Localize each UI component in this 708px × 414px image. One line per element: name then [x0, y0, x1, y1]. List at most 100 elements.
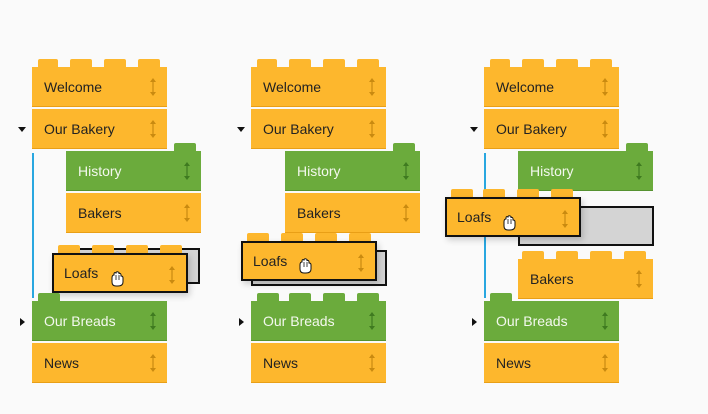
stud	[289, 293, 311, 301]
drag-handle-icon[interactable]	[368, 311, 376, 331]
caret-right-icon[interactable]	[20, 318, 25, 326]
tree-item-our-bakery[interactable]: Our Bakery	[251, 109, 386, 149]
dragged-item-loafs[interactable]: Loafs	[241, 241, 377, 281]
stud	[38, 293, 60, 301]
stud	[160, 245, 182, 253]
tree-item-label: Our Bakery	[496, 120, 567, 137]
tree-item-welcome[interactable]: Welcome	[251, 67, 386, 107]
stud	[483, 189, 505, 197]
stud	[257, 59, 277, 67]
tree-item-our-breads[interactable]: Our Breads	[32, 301, 167, 341]
drag-handle-icon[interactable]	[402, 161, 410, 181]
tree-item-bakers[interactable]: Bakers	[518, 259, 653, 299]
stud	[393, 143, 415, 151]
tree-item-bakers[interactable]: Bakers	[285, 193, 420, 233]
tree-item-label: Our Breads	[44, 312, 116, 329]
tree-item-news[interactable]: News	[484, 343, 619, 383]
drag-handle-icon[interactable]	[168, 265, 176, 285]
tree-item-label: Welcome	[263, 78, 322, 95]
tree-item-label: Our Breads	[496, 312, 568, 329]
drag-handle-icon[interactable]	[561, 209, 569, 229]
stud	[517, 189, 539, 197]
grab-hand-cursor-icon	[299, 258, 312, 274]
drag-handle-icon[interactable]	[183, 203, 191, 223]
drag-handle-icon[interactable]	[402, 203, 410, 223]
tree-item-label: Loafs	[253, 253, 288, 269]
drag-handle-icon[interactable]	[601, 119, 609, 139]
stud	[556, 59, 578, 67]
tree-item-our-breads[interactable]: Our Breads	[484, 301, 619, 341]
drag-handle-icon[interactable]	[635, 269, 643, 289]
stud	[257, 293, 279, 301]
drag-handle-icon[interactable]	[601, 311, 609, 331]
stud	[70, 59, 92, 67]
tree-panel-3: Welcome Our Bakery History Loafs Bakers …	[445, 0, 688, 414]
tree-item-label: Welcome	[44, 78, 103, 95]
drag-handle-icon[interactable]	[149, 77, 157, 97]
tree-guide-line	[32, 153, 34, 298]
caret-down-icon[interactable]	[470, 127, 478, 132]
stud	[349, 233, 371, 241]
stud	[522, 251, 544, 259]
tree-item-history[interactable]: History	[285, 151, 420, 191]
tree-item-news[interactable]: News	[32, 343, 167, 383]
stud	[323, 59, 345, 67]
caret-right-icon[interactable]	[239, 318, 244, 326]
drag-handle-icon[interactable]	[183, 161, 191, 181]
stud	[626, 143, 648, 151]
grab-hand-cursor-icon	[503, 215, 516, 231]
drag-handle-icon[interactable]	[149, 353, 157, 373]
stud	[490, 293, 512, 301]
stud	[92, 245, 114, 253]
drag-handle-icon[interactable]	[368, 353, 376, 373]
tree-panel-1: Welcome Our Bakery History Bakers Loafs …	[0, 0, 236, 414]
tree-item-label: History	[530, 162, 574, 179]
tree-item-label: Loafs	[457, 209, 492, 225]
tree-item-label: Bakers	[78, 204, 122, 221]
stud	[556, 251, 578, 259]
stud	[590, 251, 612, 259]
tree-item-label: Welcome	[496, 78, 555, 95]
caret-right-icon[interactable]	[472, 318, 477, 326]
tree-item-our-bakery[interactable]: Our Bakery	[484, 109, 619, 149]
stud	[451, 189, 473, 197]
drag-handle-icon[interactable]	[368, 119, 376, 139]
tree-item-label: Our Breads	[263, 312, 335, 329]
tree-item-history[interactable]: History	[518, 151, 653, 191]
tree-item-history[interactable]: History	[66, 151, 201, 191]
drag-handle-icon[interactable]	[635, 161, 643, 181]
stud	[357, 293, 379, 301]
tree-item-welcome[interactable]: Welcome	[32, 67, 167, 107]
drag-handle-icon[interactable]	[149, 119, 157, 139]
stud	[323, 293, 345, 301]
tree-item-news[interactable]: News	[251, 343, 386, 383]
stud	[522, 59, 544, 67]
drag-handle-icon[interactable]	[368, 77, 376, 97]
tree-item-label: History	[78, 162, 122, 179]
stud	[247, 233, 269, 241]
stud	[126, 245, 148, 253]
tree-item-our-bakery[interactable]: Our Bakery	[32, 109, 167, 149]
stud	[104, 59, 126, 67]
tree-item-label: Bakers	[530, 270, 574, 287]
stud	[281, 233, 303, 241]
tree-item-our-breads[interactable]: Our Breads	[251, 301, 386, 341]
tree-item-label: Our Bakery	[263, 120, 334, 137]
stud	[174, 143, 196, 151]
caret-down-icon[interactable]	[18, 127, 26, 132]
dragged-item-loafs[interactable]: Loafs	[445, 197, 581, 237]
drag-handle-icon[interactable]	[601, 77, 609, 97]
stud	[38, 59, 58, 67]
stud	[138, 59, 160, 67]
tree-item-label: News	[44, 354, 80, 371]
tree-item-label: History	[297, 162, 341, 179]
stud	[357, 59, 379, 67]
drag-handle-icon[interactable]	[149, 311, 157, 331]
caret-down-icon[interactable]	[237, 127, 245, 132]
tree-panel-2: Welcome Our Bakery History Bakers Loafs …	[219, 0, 455, 414]
tree-item-welcome[interactable]: Welcome	[484, 67, 619, 107]
tree-item-label: News	[263, 354, 299, 371]
drag-handle-icon[interactable]	[601, 353, 609, 373]
tree-item-bakers[interactable]: Bakers	[66, 193, 201, 233]
drag-handle-icon[interactable]	[357, 253, 365, 273]
